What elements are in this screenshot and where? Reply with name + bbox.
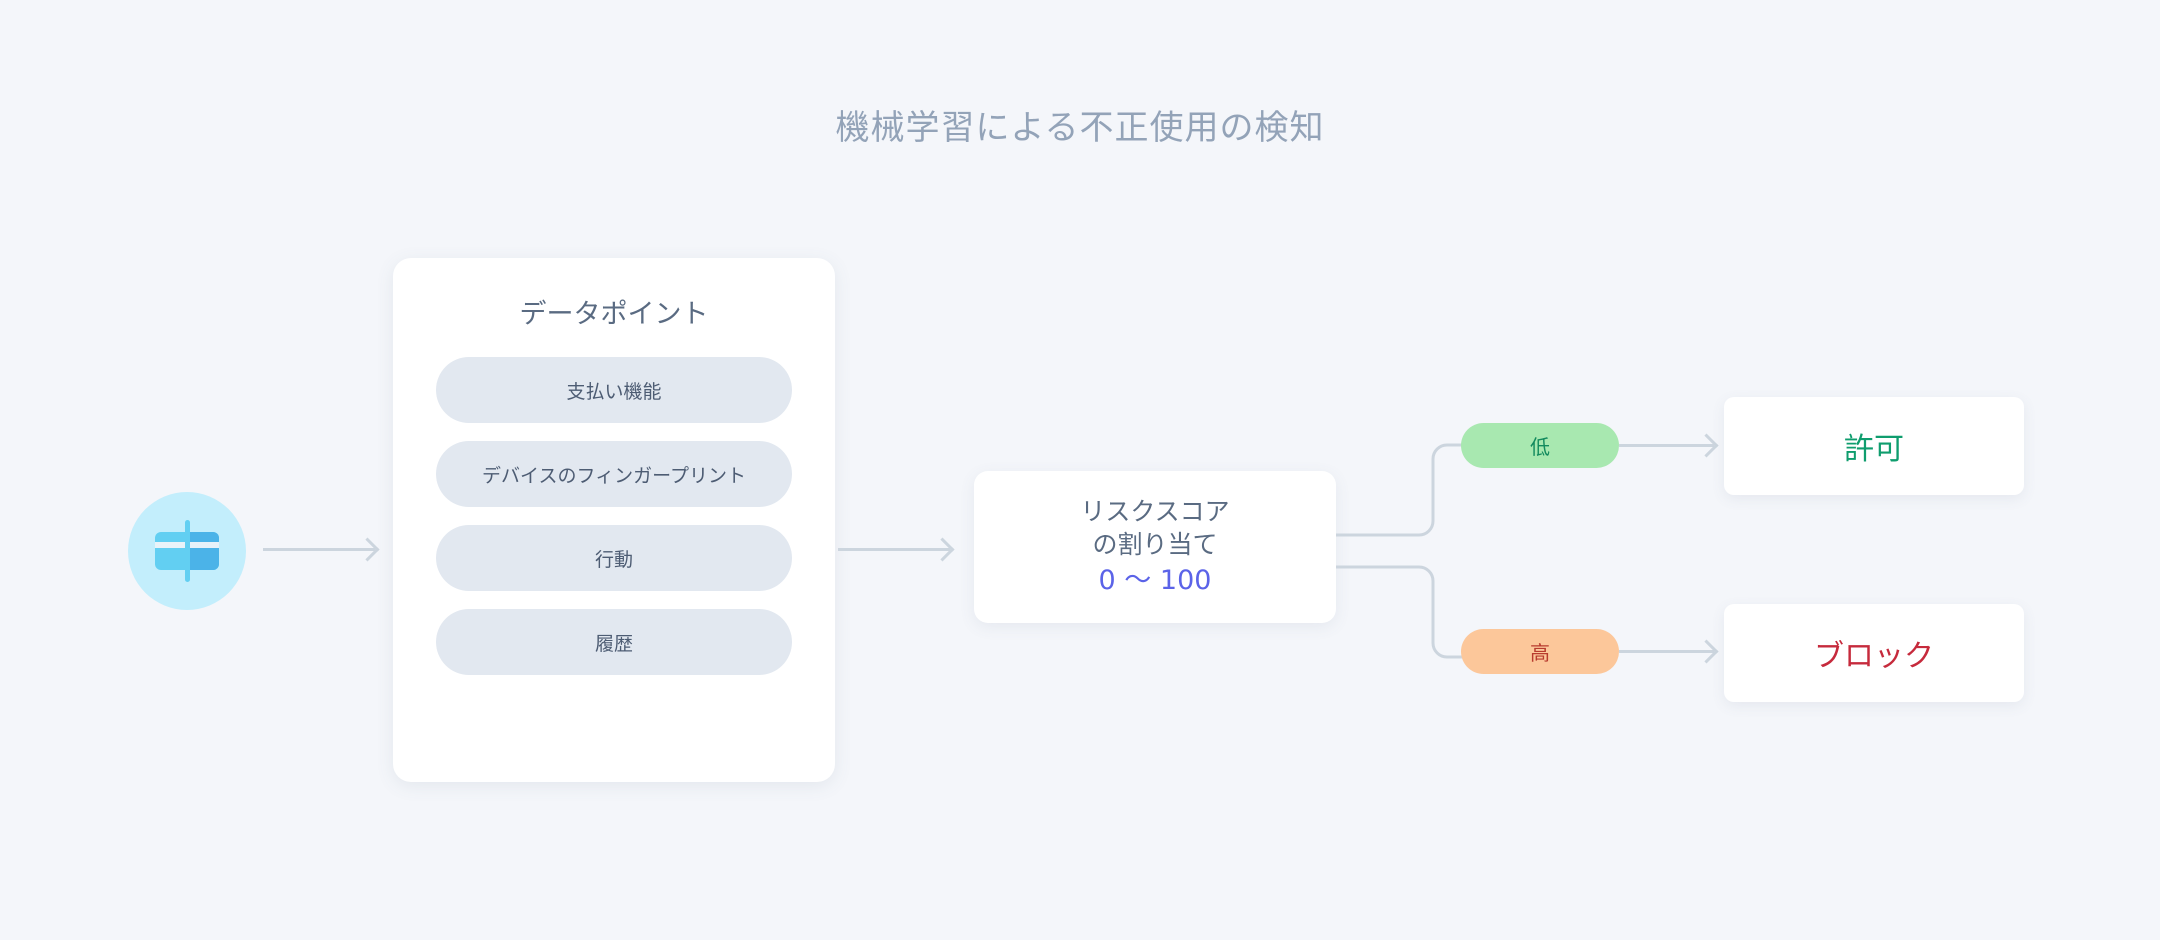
- credit-card-icon: [155, 520, 219, 582]
- risk-score-range: 0 〜 100: [1098, 565, 1212, 597]
- datapoints-card: データポイント 支払い機能 デバイスのフィンガープリント 行動 履歴: [393, 258, 835, 782]
- credit-card-divider: [185, 520, 190, 582]
- datapoint-pill-behavior[interactable]: 行動: [436, 525, 792, 591]
- datapoint-pill-device-fingerprint[interactable]: デバイスのフィンガープリント: [436, 441, 792, 507]
- page-title: 機械学習による不正使用の検知: [835, 108, 1325, 148]
- risk-badge-low[interactable]: 低: [1461, 423, 1619, 468]
- credit-card-right-half: [187, 532, 219, 570]
- arrowhead-low-to-allow: [1694, 433, 1719, 458]
- arrowhead-high-to-block: [1694, 639, 1719, 664]
- arrowhead-source-to-datapoints: [355, 537, 380, 562]
- connector-risk-to-low: [1336, 438, 1466, 542]
- datapoints-heading: データポイント: [519, 299, 709, 330]
- connector-risk-to-high: [1336, 560, 1466, 664]
- datapoints-list: 支払い機能 デバイスのフィンガープリント 行動 履歴: [393, 357, 835, 675]
- outcome-allow[interactable]: 許可: [1724, 397, 2024, 495]
- risk-score-line2: の割り当て: [1092, 530, 1218, 560]
- datapoint-pill-history[interactable]: 履歴: [436, 609, 792, 675]
- connector-high-to-block: [1619, 650, 1714, 653]
- risk-score-line1: リスクスコア: [1080, 497, 1230, 527]
- connector-datapoints-to-risk: [838, 548, 950, 551]
- connector-source-to-datapoints: [263, 548, 375, 551]
- source-node[interactable]: [128, 492, 246, 610]
- outcome-block[interactable]: ブロック: [1724, 604, 2024, 702]
- risk-badge-high[interactable]: 高: [1461, 629, 1619, 674]
- arrowhead-datapoints-to-risk: [930, 537, 955, 562]
- datapoint-pill-payment[interactable]: 支払い機能: [436, 357, 792, 423]
- risk-score-node: リスクスコア の割り当て 0 〜 100: [974, 471, 1336, 623]
- connector-low-to-allow: [1619, 444, 1714, 447]
